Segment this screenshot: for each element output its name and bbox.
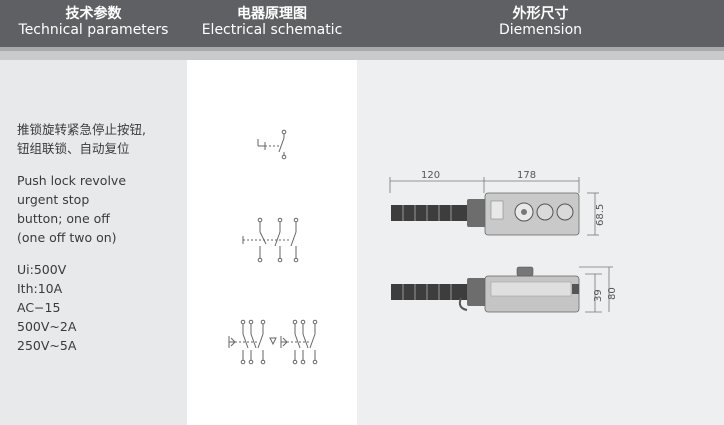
dimension-drawings: 120 178 68.5 39 80 <box>389 170 618 313</box>
header-bar: 技术参数 Technical parameters 电器原理图 Electric… <box>0 0 724 47</box>
description-zh: 推锁旋转紧急停止按钮, 钮组联锁、自动复位 <box>17 120 187 158</box>
description-zh-line1: 推锁旋转紧急停止按钮, <box>17 122 146 137</box>
description-en-line: button; one off <box>17 211 110 226</box>
header-electrical-schematic: 电器原理图 Electrical schematic <box>187 0 357 47</box>
schematic-drawings <box>228 129 318 365</box>
spec-line: 250V~5A <box>17 338 77 353</box>
stop-button-side <box>516 266 534 277</box>
header-col1-en: Technical parameters <box>18 22 169 38</box>
header-separator-band <box>0 47 724 60</box>
schematic-stop-button-symbol <box>257 129 287 160</box>
dim-body-length: 178 <box>517 170 536 181</box>
cable-gland <box>467 199 487 227</box>
header-col2-zh: 电器原理图 <box>237 6 307 22</box>
dim-side-height-inner: 39 <box>593 289 604 302</box>
schematic-column <box>187 60 357 425</box>
push-button-front-1 <box>536 203 554 221</box>
cable <box>391 205 473 221</box>
description-en-line: Push lock revolve <box>17 173 127 188</box>
schematic-contacts-symbol <box>242 217 299 263</box>
spec-line: AC−15 <box>17 300 61 315</box>
top-view-drawing: 120 178 68.5 <box>389 170 606 236</box>
side-view-drawing: 39 80 <box>391 266 618 313</box>
dim-front-height: 68.5 <box>595 204 606 226</box>
header-col2-en: Electrical schematic <box>201 22 343 38</box>
header-technical-parameters: 技术参数 Technical parameters <box>0 0 187 47</box>
cable-side <box>391 284 473 300</box>
header-dimension: 外形尺寸 Diemension <box>357 0 724 47</box>
dim-side-height-outer: 80 <box>607 287 618 300</box>
header-col1-zh: 技术参数 <box>65 6 122 22</box>
schematic-interlock-symbol <box>228 319 318 365</box>
header-col3-zh: 外形尺寸 <box>512 6 569 22</box>
description-en: Push lock revolve urgent stop button; on… <box>17 171 187 247</box>
dim-cable-length: 120 <box>421 170 440 181</box>
description-zh-line2: 钮组联锁、自动复位 <box>17 141 130 156</box>
electrical-specs: Ui:500V Ith:10A AC−15 500V~2A 250V~5A <box>17 260 187 355</box>
header-col3-en: Diemension <box>498 22 583 38</box>
dimension-column <box>357 60 724 425</box>
push-button-front-2 <box>556 203 574 221</box>
spec-line: 500V~2A <box>17 319 77 334</box>
technical-parameters-text: 推锁旋转紧急停止按钮, 钮组联锁、自动复位 Push lock revolve … <box>17 120 187 368</box>
spec-line: Ui:500V <box>17 262 67 277</box>
description-en-line: (one off two on) <box>17 230 117 245</box>
description-en-line: urgent stop <box>17 192 90 207</box>
spec-line: Ith:10A <box>17 281 63 296</box>
